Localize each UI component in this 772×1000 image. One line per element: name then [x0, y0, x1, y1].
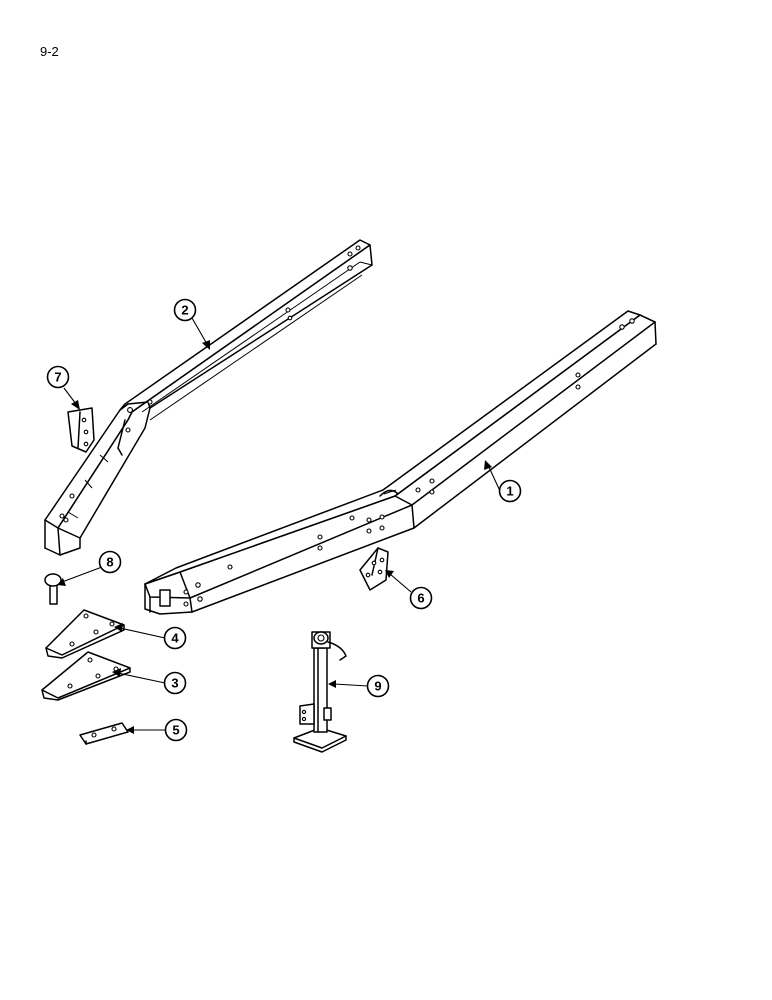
part-6-angle-bracket	[359, 547, 389, 591]
callout-leaders	[57, 317, 501, 734]
part-2-upper-frame-rail	[44, 239, 373, 556]
callout-1: 1	[498, 479, 522, 503]
callout-8: 8	[98, 550, 122, 574]
callout-2: 2	[173, 298, 197, 322]
svg-text:4: 4	[171, 631, 179, 646]
part-8-pin	[44, 573, 62, 605]
callout-7: 7	[46, 365, 70, 389]
svg-text:6: 6	[417, 591, 424, 606]
svg-text:3: 3	[171, 676, 178, 691]
part-7-angle-bracket	[67, 407, 95, 453]
svg-text:2: 2	[181, 303, 188, 318]
svg-text:8: 8	[106, 555, 113, 570]
callout-5: 5	[164, 718, 188, 742]
svg-text:7: 7	[54, 370, 61, 385]
part-4-triangular-plate	[45, 609, 125, 659]
part-9-jack	[293, 631, 347, 753]
svg-text:5: 5	[172, 723, 179, 738]
page-number: 9-2	[40, 44, 59, 59]
part-1-main-frame-beam	[144, 310, 657, 615]
svg-text:9: 9	[374, 679, 381, 694]
svg-text:1: 1	[506, 484, 513, 499]
callout-6: 6	[409, 586, 433, 610]
callout-3: 3	[163, 671, 187, 695]
callout-4: 4	[163, 626, 187, 650]
part-3-triangular-plate	[41, 651, 131, 701]
callout-9: 9	[366, 674, 390, 698]
part-5-flat-plate	[79, 722, 129, 745]
